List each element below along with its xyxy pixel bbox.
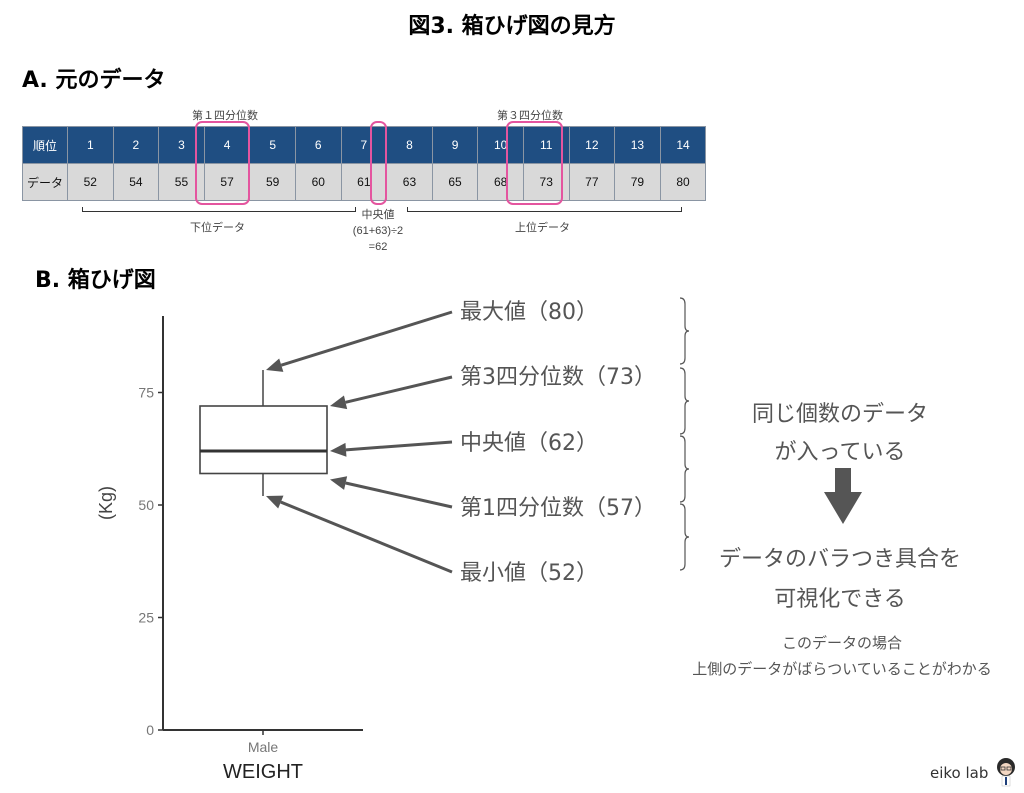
median-result: =62: [368, 241, 388, 253]
explanation-bottom-line2: 可視化できる: [774, 587, 906, 612]
annotation-q1: 第1四分位数（57）: [460, 496, 656, 521]
value-cell: 60: [294, 163, 342, 201]
lower-data-label: 下位データ: [190, 222, 245, 234]
arrow-max-line: [280, 310, 453, 367]
q3-highlight: [506, 121, 563, 205]
rank-cell: 13: [614, 126, 661, 164]
q1-highlight: [195, 121, 250, 205]
note: このデータの場合 上側のデータがばらついていることがわかる: [660, 630, 1024, 682]
explanation-bottom-line1: データのバラつき具合を: [718, 547, 961, 572]
arrow-median-head: [330, 442, 347, 457]
rank-cell: 14: [659, 126, 707, 164]
value-cell: 77: [568, 163, 616, 201]
arrow-median-line: [345, 440, 453, 452]
explanation-top-line2: が入っている: [774, 440, 906, 465]
lower-data-bracket: [82, 207, 356, 212]
rank-cell: 6: [294, 126, 342, 164]
q3-label: 第３四分位数: [497, 110, 563, 122]
brace-3: [679, 435, 690, 503]
brace-4: [679, 503, 690, 571]
value-cell: 61: [340, 163, 388, 201]
value-cell: 80: [659, 163, 707, 201]
note-line2: 上側のデータがばらついていることがわかる: [692, 660, 992, 678]
arrow-max-head: [266, 358, 284, 372]
rank-cell: 9: [431, 126, 479, 164]
value-cell: 79: [614, 163, 661, 201]
branding: eiko lab: [930, 764, 989, 782]
rank-header-cell: 順位: [22, 126, 68, 164]
upper-data-bracket: [407, 207, 682, 212]
explanation-top: 同じ個数のデータ が入っている: [700, 396, 980, 472]
y-tick-label: 0: [146, 722, 154, 738]
section-a-heading: A. 元のデータ: [22, 68, 166, 93]
x-axis-title: WEIGHT: [223, 761, 303, 783]
rank-cell: 2: [112, 126, 160, 164]
y-tick-label: 25: [138, 610, 154, 626]
data-header-cell: データ: [22, 163, 68, 201]
brace-1: [679, 297, 690, 365]
upper-data-label: 上位データ: [515, 222, 570, 234]
median-explanation: 中央値 (61+63)÷2 =62: [338, 207, 418, 255]
arrow-q3-line: [345, 375, 453, 404]
rank-cell: 12: [568, 126, 616, 164]
value-cell: 63: [386, 163, 433, 201]
value-cell: 65: [431, 163, 479, 201]
y-tick-label: 50: [138, 497, 154, 513]
value-cell: 52: [67, 163, 114, 201]
y-axis-title: (Kg): [96, 486, 116, 520]
value-cell: 59: [249, 163, 296, 201]
rank-cell: 4: [203, 126, 251, 164]
figure-title: 図3. 箱ひげ図の見方: [408, 14, 616, 39]
value-cell: 54: [112, 163, 160, 201]
y-tick-label: 75: [138, 385, 154, 401]
brace-2: [679, 367, 690, 435]
quartile-braces: [679, 297, 690, 571]
section-b-heading: B. 箱ひげ図: [35, 268, 156, 293]
arrow-min-line: [280, 500, 453, 574]
arrow-q3-head: [330, 395, 348, 410]
x-tick-label: Male: [248, 739, 279, 755]
explanation-bottom: データのバラつき具合を 可視化できる: [690, 540, 990, 620]
annotation-median: 中央値（62）: [460, 431, 598, 456]
arrow-q1-line: [345, 481, 453, 509]
note-line1: このデータの場合: [781, 634, 902, 652]
rank-cell: 5: [249, 126, 296, 164]
q1-label: 第１四分位数: [192, 110, 258, 122]
rank-cell: 7: [340, 126, 388, 164]
value-cell: 68: [477, 163, 524, 201]
annotation-q3: 第3四分位数（73）: [460, 365, 656, 390]
avatar-icon: [997, 758, 1015, 787]
median-label: 中央値: [361, 209, 395, 221]
value-cell: 57: [203, 163, 251, 201]
box-iqr: [199, 405, 328, 475]
rank-cell: 8: [386, 126, 433, 164]
median-formula: (61+63)÷2: [352, 225, 404, 237]
annotation-min: 最小値（52）: [460, 561, 598, 586]
arrow-q1-head: [330, 476, 348, 490]
median-highlight: [370, 121, 387, 205]
rank-cell: 1: [67, 126, 114, 164]
annotation-max: 最大値（80）: [460, 300, 598, 325]
explanation-top-line1: 同じ個数のデータ: [751, 402, 928, 427]
arrow-min-head: [266, 495, 284, 509]
down-arrow-icon: [824, 468, 862, 524]
